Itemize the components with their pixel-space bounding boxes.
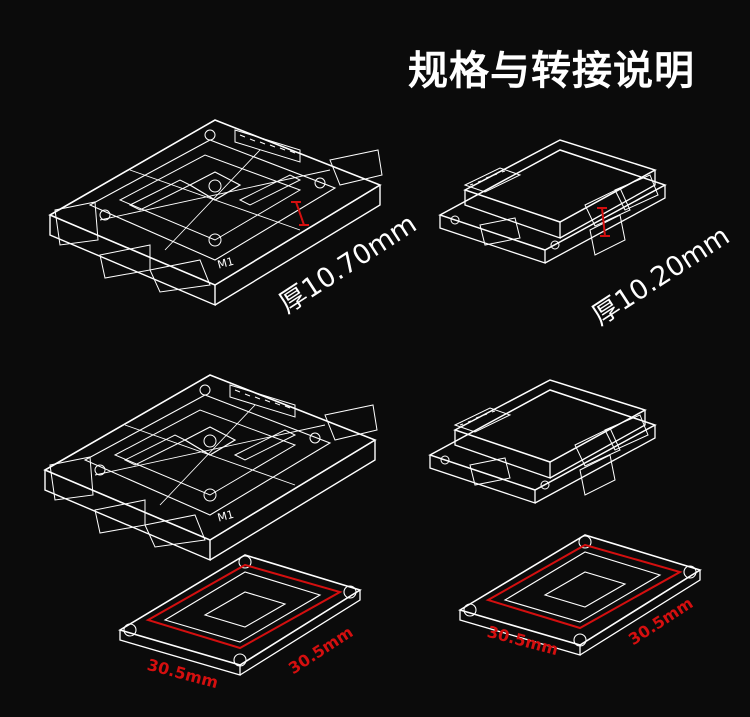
adapter-plate-left (119, 554, 361, 676)
esc-board-top (49, 119, 383, 306)
fc-board-bottom (429, 379, 656, 504)
esc-board-bottom (44, 374, 378, 561)
fc-board-top (439, 139, 666, 264)
adapter-plate-right (459, 534, 701, 656)
page-title: 规格与转接说明 (408, 48, 695, 94)
